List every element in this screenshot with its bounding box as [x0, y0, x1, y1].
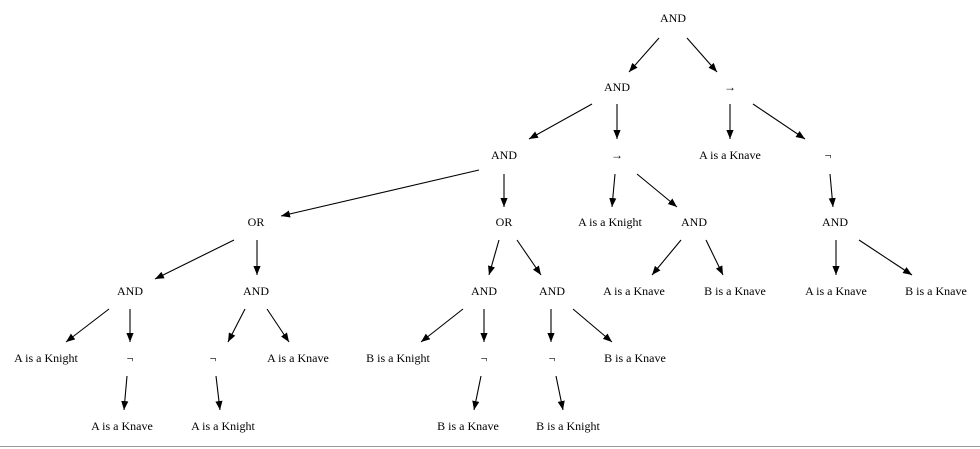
edge-n5-to-n11-arrow: [636, 173, 678, 208]
edge-n1-to-n3-arrow: [686, 37, 718, 73]
node-layer: AND AND → AND → A is a Knave ¬ OR OR A is a Knigh…: [14, 11, 967, 433]
edge-n26-to-n31-arrow: [472, 375, 482, 411]
node-or: OR: [496, 215, 513, 229]
edge-n2-to-n4-arrow: [528, 103, 593, 140]
edge-layer: [65, 37, 913, 411]
edge-n4-to-n8-arrow: [280, 169, 480, 218]
edge-n27-to-n32-arrow: [555, 375, 565, 411]
edge-n1-to-n2-arrow: [628, 37, 660, 73]
node-or: OR: [248, 215, 265, 229]
node-b-is-a-knave: B is a Knave: [905, 284, 967, 298]
node-a-is-a-knight: A is a Knight: [191, 419, 255, 433]
node-and: AND: [117, 284, 143, 298]
node-b-is-a-knave: B is a Knave: [437, 419, 499, 433]
node-implies: →: [611, 148, 623, 162]
bottom-border: [0, 446, 980, 447]
node-not: ¬: [210, 351, 217, 365]
edge-n11-to-n17-arrow: [651, 239, 682, 276]
node-not: ¬: [481, 351, 488, 365]
edge-n11-to-n18-arrow: [705, 239, 724, 276]
node-and: AND: [243, 284, 269, 298]
node-and: AND: [471, 284, 497, 298]
node-and: AND: [491, 148, 517, 162]
edge-n8-to-n13-arrow: [154, 239, 235, 280]
node-b-is-a-knight: B is a Knight: [366, 351, 430, 365]
node-not: ¬: [825, 148, 832, 162]
node-b-is-a-knight: B is a Knight: [536, 419, 600, 433]
edge-n15-to-n25-arrow: [420, 308, 464, 343]
node-a-is-a-knight: A is a Knight: [14, 351, 78, 365]
node-a-is-a-knave: A is a Knave: [91, 419, 153, 433]
node-and: AND: [681, 215, 707, 229]
node-a-is-a-knave: A is a Knave: [603, 284, 665, 298]
edge-n14-to-n24-arrow: [266, 308, 290, 343]
edge-n7-to-n12-arrow: [828, 173, 836, 208]
node-and: AND: [660, 11, 686, 25]
node-and: AND: [822, 215, 848, 229]
edge-n13-to-n21-arrow: [65, 308, 110, 343]
node-not: ¬: [549, 351, 556, 365]
edge-n9-to-n16-arrow: [516, 239, 542, 276]
edge-n5-to-n10-arrow: [609, 173, 617, 208]
edge-n22-to-n29-arrow: [121, 375, 129, 411]
node-a-is-a-knave: A is a Knave: [267, 351, 329, 365]
node-a-is-a-knave: A is a Knave: [805, 284, 867, 298]
edge-n12-to-n20-arrow: [858, 239, 913, 276]
edge-n23-to-n30-arrow: [215, 375, 223, 411]
node-and: AND: [604, 80, 630, 94]
node-b-is-a-knave: B is a Knave: [704, 284, 766, 298]
node-implies: →: [724, 80, 736, 94]
node-not: ¬: [127, 351, 134, 365]
edge-n14-to-n23-arrow: [227, 308, 246, 343]
node-and: AND: [539, 284, 565, 298]
edge-n3-to-n7-arrow: [752, 103, 806, 140]
node-a-is-a-knight: A is a Knight: [578, 215, 642, 229]
node-b-is-a-knave: B is a Knave: [604, 351, 666, 365]
edge-n9-to-n15-arrow: [488, 239, 500, 276]
edge-n16-to-n28-arrow: [572, 308, 613, 343]
node-a-is-a-knave: A is a Knave: [699, 148, 761, 162]
